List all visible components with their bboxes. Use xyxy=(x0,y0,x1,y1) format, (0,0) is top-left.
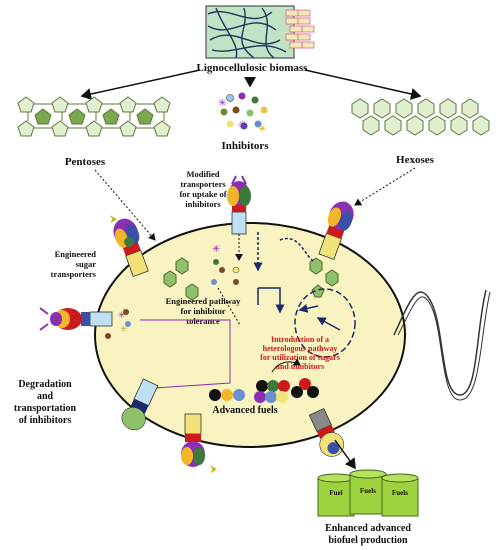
transporter-icon xyxy=(308,407,345,457)
degradation-path xyxy=(140,319,231,389)
transporter-icon xyxy=(39,307,113,331)
svg-text:biofuel production: biofuel production xyxy=(329,535,408,546)
transporter-icon xyxy=(227,175,251,235)
svg-text:for uptake of: for uptake of xyxy=(179,189,226,199)
svg-text:for inhibitor: for inhibitor xyxy=(181,306,226,316)
transporter-icon xyxy=(181,413,205,467)
intro-pathway-label: Introduction of a heterologous pathway f… xyxy=(260,335,340,371)
svg-text:transporters: transporters xyxy=(51,269,97,279)
svg-text:Engineered pathway: Engineered pathway xyxy=(166,296,241,306)
inhibitor-molecules-icon: ✳ ✳ ✳ xyxy=(218,92,268,135)
inhibitor-dots-left: ✳ ✳ xyxy=(105,309,131,339)
enhanced-biofuel-label: Enhanced advanced biofuel production xyxy=(325,523,411,546)
export-arrow xyxy=(334,439,356,470)
pathway-pointer xyxy=(217,287,241,326)
sugar-arrow-icon: ⮞ xyxy=(210,464,218,475)
arrow-to-pentoses xyxy=(80,69,201,100)
svg-text:✳: ✳ xyxy=(218,98,226,109)
svg-text:tolerance: tolerance xyxy=(186,316,220,326)
arrow-to-hexoses xyxy=(304,69,422,100)
svg-text:heterologous pathway: heterologous pathway xyxy=(263,344,338,353)
pathway-arrows xyxy=(253,232,356,358)
svg-text:Enhanced advanced: Enhanced advanced xyxy=(325,523,411,534)
svg-text:✳: ✳ xyxy=(118,310,126,320)
svg-text:Fuels: Fuels xyxy=(392,489,408,497)
hexose-lattice-icon xyxy=(351,98,490,136)
transporter-icon xyxy=(121,378,159,431)
biomass-bundle-icon xyxy=(205,5,315,59)
svg-text:Engineered: Engineered xyxy=(55,249,97,259)
svg-text:transporters: transporters xyxy=(180,179,226,189)
svg-text:for utilization of sugars: for utilization of sugars xyxy=(260,353,340,362)
transporter-icon xyxy=(318,201,354,260)
svg-text:and inhibitors: and inhibitors xyxy=(276,362,324,371)
svg-text:Introduction of a: Introduction of a xyxy=(271,335,329,344)
hexose-pointer xyxy=(354,167,416,206)
sugar-arrow-icon: ⮞ xyxy=(110,214,118,225)
svg-text:✳: ✳ xyxy=(212,244,220,255)
transporter-icon xyxy=(113,218,149,277)
biomass-title: Lignocellulosic biomass xyxy=(197,62,309,74)
svg-text:transportation: transportation xyxy=(14,403,77,414)
hexoses-label: Hexoses xyxy=(396,154,435,166)
advanced-fuel-molecules xyxy=(209,378,319,403)
svg-text:Fuels: Fuels xyxy=(360,487,376,495)
svg-text:✳: ✳ xyxy=(258,124,266,135)
engineered-pathway-label: Engineered pathway for inhibitor toleran… xyxy=(166,296,241,326)
sugar-shapes xyxy=(163,257,339,301)
svg-text:Degradation: Degradation xyxy=(18,379,72,390)
degradation-label: Degradation and transportation of inhibi… xyxy=(14,379,77,426)
svg-text:✳: ✳ xyxy=(238,120,246,131)
pentose-chain-icon xyxy=(17,96,171,137)
inhibitor-dots: ✳ xyxy=(211,244,240,285)
advanced-fuels-label: Advanced fuels xyxy=(212,405,277,416)
svg-text:sugar: sugar xyxy=(76,259,97,269)
modified-transporters-label: Modified transporters for uptake of inhi… xyxy=(179,169,226,209)
svg-text:Modified: Modified xyxy=(186,169,219,179)
svg-text:✳: ✳ xyxy=(120,324,128,334)
fuel-arrow xyxy=(271,358,301,373)
svg-text:Fuel: Fuel xyxy=(329,489,342,497)
svg-text:and: and xyxy=(37,391,54,402)
wave-line xyxy=(393,289,487,396)
svg-text:inhibitors: inhibitors xyxy=(185,199,221,209)
pentose-pointer xyxy=(94,169,156,241)
pentoses-label: Pentoses xyxy=(65,156,106,168)
wave-line-inner xyxy=(397,291,491,401)
engineered-sugar-label: Engineered sugar transporters xyxy=(51,249,97,279)
svg-text:of inhibitors: of inhibitors xyxy=(19,415,72,426)
fuel-drum-icon: Fuel Fuels Fuels xyxy=(317,469,419,517)
inhibitors-label: Inhibitors xyxy=(221,140,269,152)
